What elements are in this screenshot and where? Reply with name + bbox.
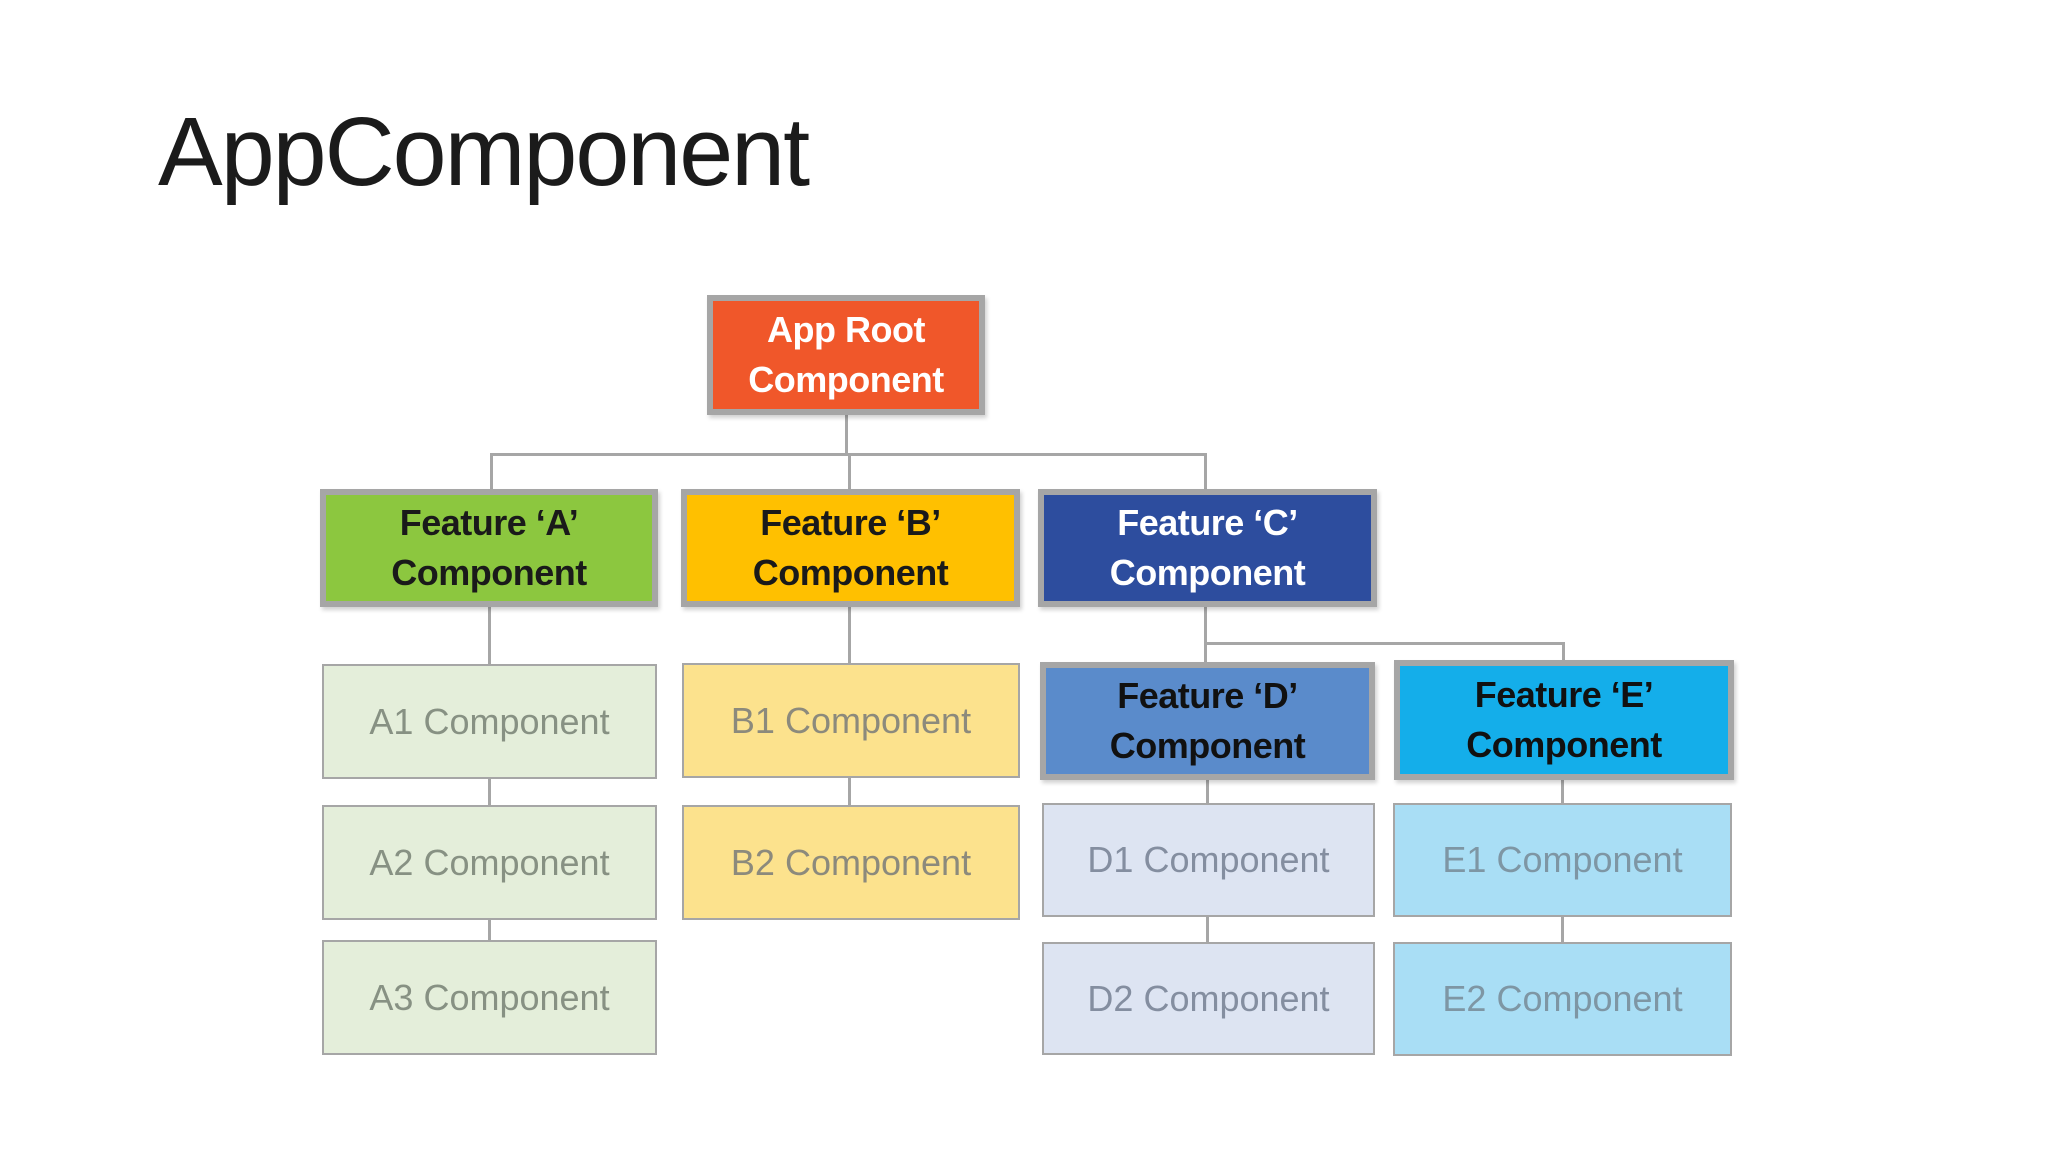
node-feature-e-component: Feature ‘E’ Component [1394,660,1734,780]
connector-a2-a3 [488,920,491,941]
node-a2-component: A2 Component [322,805,657,920]
connector-d-d1 [1206,780,1209,804]
connector-b-b1 [848,607,851,664]
node-d1-component: D1 Component [1042,803,1375,917]
node-a3-component: A3 Component [322,940,657,1055]
connector-e1-e2 [1561,917,1564,943]
connector-drop-d [1204,642,1207,663]
page-title: AppComponent [158,97,810,206]
connector-e-e1 [1561,780,1564,804]
connector-rail-de [1204,642,1565,645]
connector-drop-a [490,453,493,490]
node-d2-component: D2 Component [1042,942,1375,1055]
connector-c-stem [1204,607,1207,644]
connector-b1-b2 [848,778,851,806]
node-feature-d-component: Feature ‘D’ Component [1040,662,1375,780]
connector-drop-b [848,453,851,490]
node-feature-c-component: Feature ‘C’ Component [1038,489,1377,607]
node-feature-b-component: Feature ‘B’ Component [681,489,1020,607]
node-b2-component: B2 Component [682,805,1020,920]
connector-a-a1 [488,607,491,665]
connector-drop-e [1562,642,1565,663]
node-feature-a-component: Feature ‘A’ Component [320,489,658,607]
node-b1-component: B1 Component [682,663,1020,778]
connector-d1-d2 [1206,917,1209,943]
connector-drop-c [1204,453,1207,490]
connector-a1-a2 [488,779,491,806]
node-app-root-component: App Root Component [707,295,985,415]
node-e1-component: E1 Component [1393,803,1732,917]
node-a1-component: A1 Component [322,664,657,779]
node-e2-component: E2 Component [1393,942,1732,1056]
connector-root-stem [845,415,848,455]
